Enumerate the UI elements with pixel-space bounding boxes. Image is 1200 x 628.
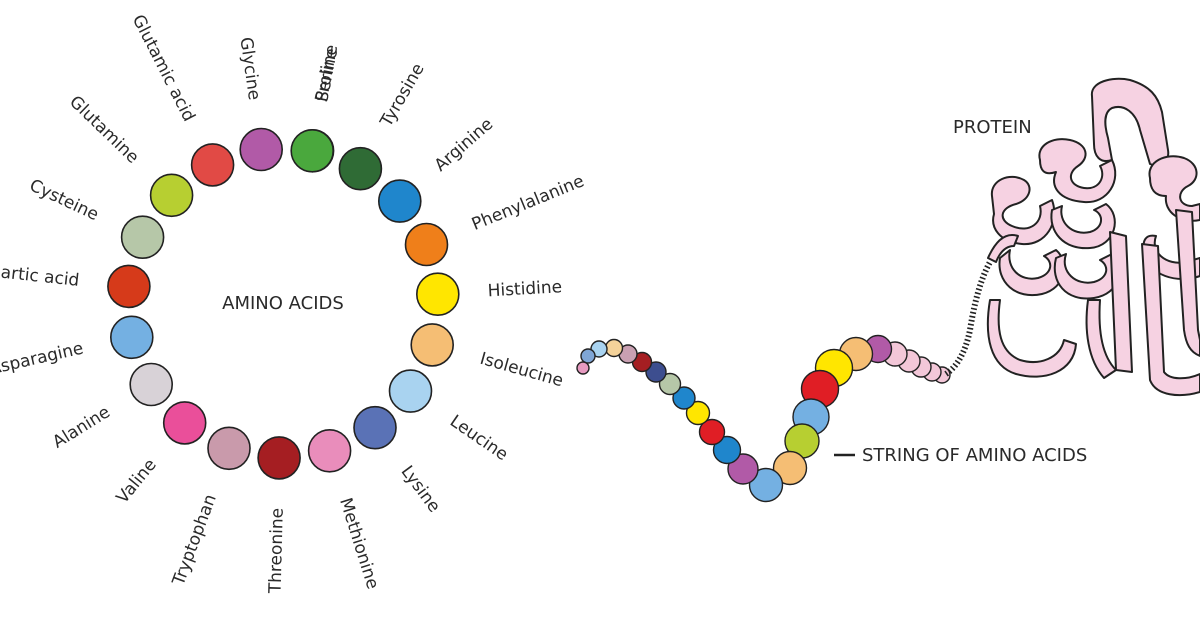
label-valine: Valine	[113, 455, 161, 507]
protein-ribbon-segment	[1085, 299, 1117, 379]
bead-tryptophan	[207, 426, 251, 471]
chain-bead	[645, 361, 667, 383]
bead-valine	[162, 401, 207, 445]
protein-ribbon-segment	[1175, 209, 1200, 357]
label-cysteine: Cysteine	[26, 176, 101, 225]
bead-proline	[290, 129, 335, 173]
chain-bead	[712, 435, 742, 465]
label-glutamic-acid: Glutamic acid	[128, 12, 199, 125]
protein-structure	[986, 77, 1200, 397]
chain-bead	[658, 372, 682, 396]
bead-glutamic-acid	[190, 143, 235, 187]
chain-bead	[772, 450, 808, 486]
bead-threonine	[257, 436, 301, 480]
label-lysine: Lysine	[397, 462, 444, 516]
protein-ribbon-segment	[998, 249, 1065, 297]
chain-bead	[727, 453, 759, 485]
amino-acid-chain	[576, 260, 993, 503]
chain-bead	[580, 348, 596, 364]
label-arginine: Arginine	[431, 114, 497, 175]
protein-ribbon-segment	[1109, 231, 1133, 373]
protein-ribbon-segment	[987, 234, 1019, 263]
label-isoleucine: Isoleucine	[478, 349, 566, 391]
chain-bead	[698, 418, 726, 446]
protein-ribbon-segment	[1141, 243, 1200, 397]
protein-ribbon-segment	[1050, 203, 1116, 250]
bead-histidine	[415, 272, 460, 317]
label-tryptophan: Tryptophan	[168, 492, 220, 589]
label-aspartic-acid: Aspartic acid	[0, 259, 80, 291]
chain-bead	[576, 361, 590, 375]
chain-bead	[748, 467, 784, 503]
bead-phenylalanine	[404, 222, 449, 267]
bead-glutamine	[149, 173, 194, 218]
protein-ribbon-segment	[1090, 77, 1170, 167]
bead-leucine	[388, 369, 433, 413]
protein-ribbon-segment	[986, 299, 1077, 378]
chain-label: STRING OF AMINO ACIDS	[862, 445, 1087, 466]
chain-coil	[944, 260, 993, 377]
protein-ribbon-segment	[1148, 155, 1200, 222]
chain-bead	[604, 338, 624, 358]
bead-lysine	[353, 405, 397, 450]
label-alanine: Alanine	[49, 402, 114, 452]
protein-label: PROTEIN	[953, 117, 1032, 138]
bead-alanine	[129, 362, 173, 407]
label-tyrosine: Tyrosine	[376, 60, 429, 131]
bead-tyrosine	[338, 146, 383, 191]
label-asparagine: Asparagine	[0, 339, 85, 380]
protein-ribbon-segment	[1038, 138, 1117, 204]
bead-isoleucine	[410, 323, 455, 367]
bead-glycine	[239, 127, 284, 172]
label-leucine: Leucine	[446, 411, 511, 465]
bead-cysteine	[120, 215, 165, 259]
label-threonine: Threonine	[266, 508, 288, 595]
label-glycine: Glycine	[235, 36, 264, 101]
bead-asparagine	[110, 315, 154, 360]
label-glutamine: Glutamine	[65, 92, 142, 168]
label-histidine: Histidine	[487, 277, 563, 301]
chain-bead	[672, 386, 696, 410]
label-phenylalanine: Phenylalanine	[469, 171, 587, 235]
label-methionine: Methionine	[335, 495, 382, 591]
protein-ribbon-segment	[990, 175, 1056, 246]
bead-arginine	[377, 179, 422, 223]
bead-aspartic-acid	[107, 264, 151, 309]
bead-methionine	[307, 428, 352, 473]
chain-bead	[685, 400, 711, 426]
protein-ribbon-segment	[1053, 253, 1121, 300]
ring-title: AMINO ACIDS	[222, 293, 344, 314]
